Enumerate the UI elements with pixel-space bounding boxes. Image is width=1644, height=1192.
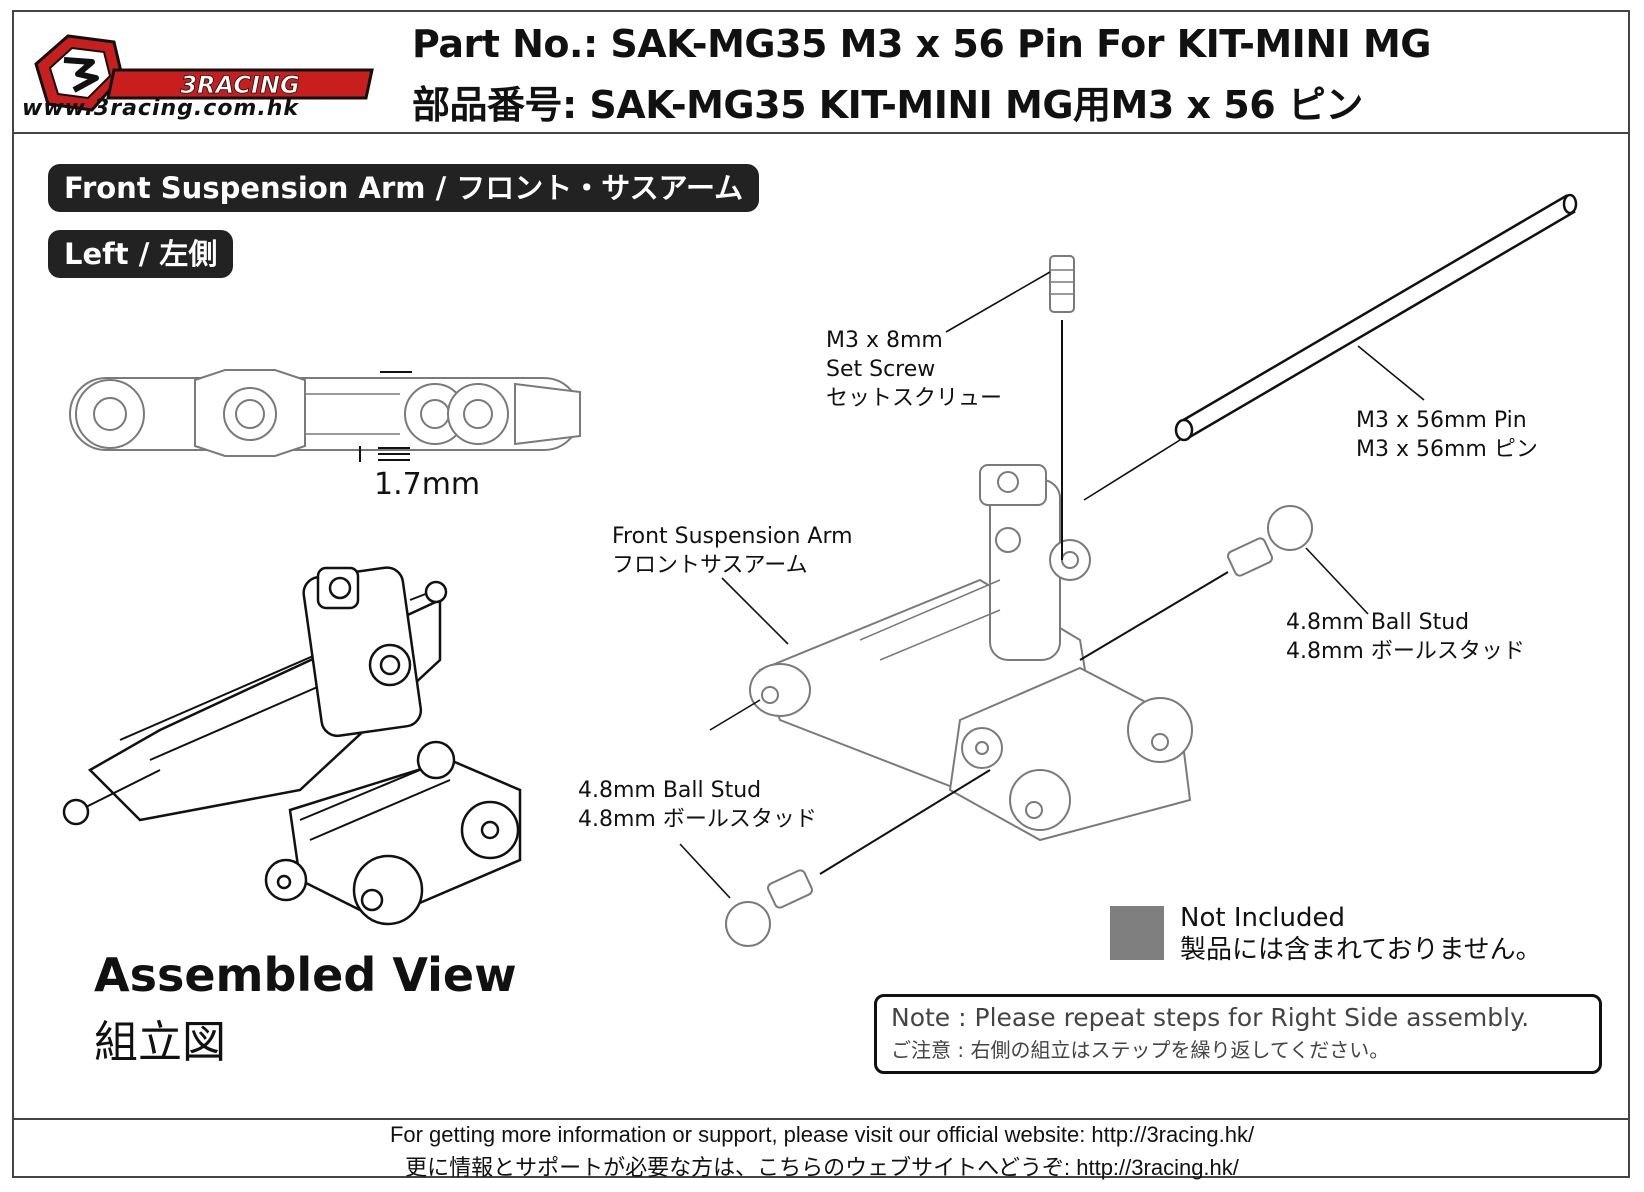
side-badge: Left / 左側: [48, 230, 234, 278]
header-divider: [12, 132, 1630, 134]
logo-wordmark-text: 3RACING: [180, 71, 299, 99]
leader-arm-axis: [709, 699, 761, 731]
footer-english: For getting more information or support,…: [389, 1122, 1255, 1147]
assembled-arm-drawing: [62, 566, 522, 926]
logo-mark-icon: [34, 34, 124, 112]
arm-top-view: [69, 369, 581, 462]
assembled-view-title-jp: 組立図: [94, 1017, 226, 1068]
footer-divider: [12, 1118, 1630, 1120]
m3-8mm-set-screw: [1049, 255, 1075, 560]
title-japanese: 部品番号: SAK-MG35 KIT-MINI MG用M3 x 56 ピン: [412, 83, 1363, 127]
not-included-swatch: [1110, 906, 1164, 960]
exploded-arm-drawing: [749, 464, 1193, 842]
ball-stud-left-label: 4.8mm Ball Stud 4.8mm ボールスタッド: [578, 778, 817, 832]
leader-pin: [1357, 345, 1425, 401]
leader-pin-axis: [1083, 439, 1181, 501]
not-included-label: Not Included 製品には含まれておりません。: [1180, 903, 1542, 965]
m3-56mm-pin: [1174, 193, 1578, 442]
logo-url: www.3racing.com.hk: [22, 96, 300, 121]
title-english: Part No.: SAK-MG35 M3 x 56 Pin For KIT-M…: [412, 22, 1432, 66]
section-heading: Front Suspension Arm / フロント・サスアーム: [48, 164, 760, 212]
note-english: Note : Please repeat steps for Right Sid…: [891, 1003, 1530, 1032]
logo-wordmark: [106, 68, 374, 100]
arm-label: Front Suspension Arm フロントサスアーム: [612, 524, 853, 578]
leader-ball-stud-right: [1305, 547, 1369, 615]
pin-label: M3 x 56mm Pin M3 x 56mm ピン: [1356, 408, 1538, 462]
leader-arm: [721, 577, 789, 645]
page-frame: [12, 10, 1630, 1178]
3racing-logo: 3RACING: [34, 34, 374, 112]
leader-ball-stud-left: [679, 843, 731, 899]
leader-set-screw: [945, 271, 1051, 333]
ball-stud-left: [725, 769, 991, 947]
assembled-view-title: Assembled View: [94, 948, 517, 1002]
note-japanese: ご注意 : 右側の組立はステップを繰り返してください。: [891, 1038, 1390, 1062]
note-box: Note : Please repeat steps for Right Sid…: [874, 994, 1602, 1074]
measurement-label: 1.7mm: [374, 467, 481, 502]
ball-stud-right-label: 4.8mm Ball Stud 4.8mm ボールスタッド: [1286, 610, 1525, 664]
ball-stud-right: [1079, 505, 1313, 661]
footer-japanese: 更に情報とサポートが必要な方は、こちらのウェブサイトへどうぞ: http://3…: [405, 1155, 1239, 1180]
set-screw-label: M3 x 8mm Set Screw セットスクリュー: [826, 328, 1003, 411]
